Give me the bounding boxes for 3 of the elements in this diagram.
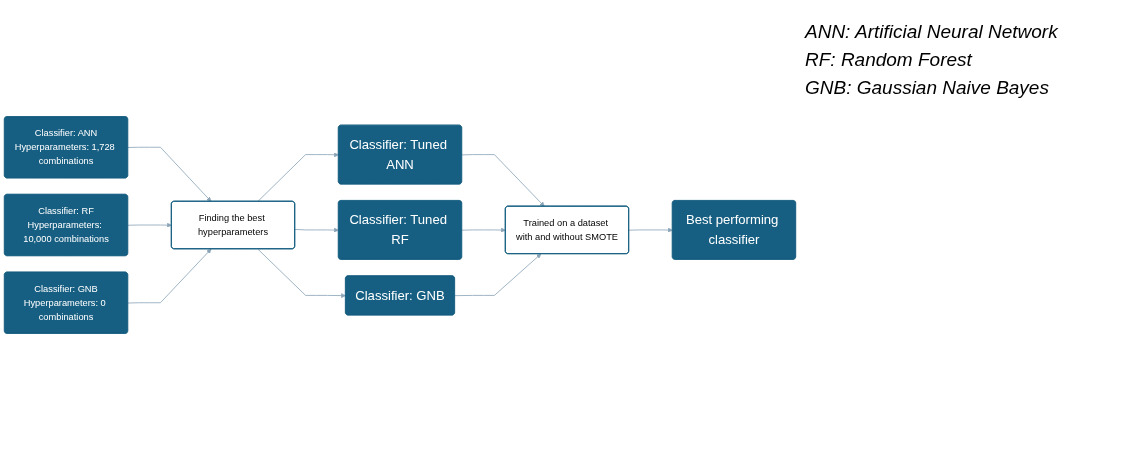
abbreviation-note: RF: Random Forest xyxy=(805,48,974,72)
abbreviation-note: GNB: Gaussian Naive Bayes xyxy=(805,76,1050,100)
abbreviation-note: ANN: Artificial Neural Network xyxy=(805,20,1059,44)
